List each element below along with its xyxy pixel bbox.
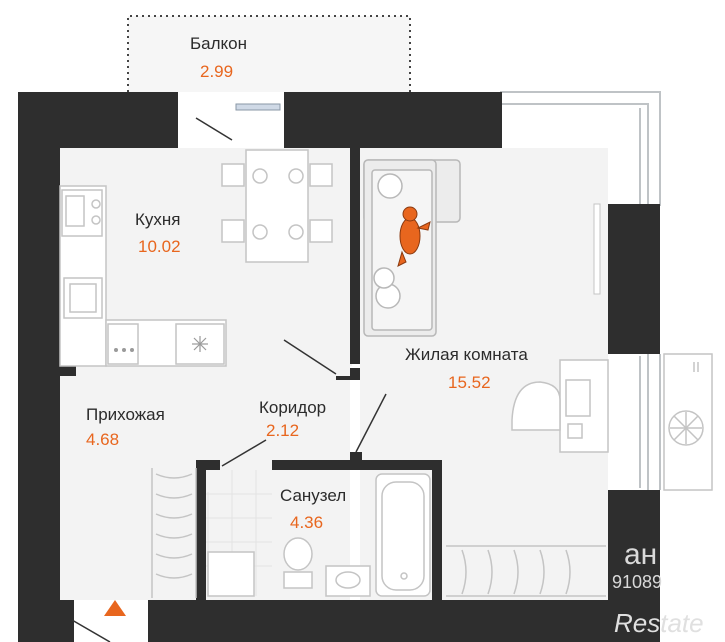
cat-figure — [397, 206, 431, 267]
living-area: 15.52 — [448, 373, 491, 392]
hall-name: Прихожая — [86, 405, 165, 424]
kitchen-counter — [59, 185, 227, 367]
entrance-arrow-icon — [104, 600, 126, 616]
kitchen-area: 10.02 — [138, 237, 181, 256]
living-name: Жилая комната — [405, 345, 528, 364]
dining-table — [221, 149, 333, 263]
walls — [18, 92, 660, 642]
window-frame — [500, 91, 661, 490]
corridor-area: 2.12 — [266, 421, 300, 440]
door-lines — [71, 339, 387, 642]
fan-mark — [192, 336, 208, 352]
balcony-area: 2.99 — [200, 62, 234, 81]
bathroom-area: 4.36 — [290, 513, 324, 532]
watermark-logo: Restate — [614, 608, 704, 638]
desk — [511, 359, 609, 453]
watermark-fragment: ан — [624, 538, 658, 571]
bathroom-fixtures — [207, 473, 431, 597]
hall-wardrobe — [151, 468, 197, 598]
watermark-code: 91089 — [612, 572, 663, 592]
hall-area: 4.68 — [86, 430, 120, 449]
tv-unit — [593, 203, 601, 295]
wall-gap — [76, 366, 350, 376]
balcony-name: Балкон — [190, 34, 248, 53]
partition — [60, 366, 76, 376]
ac-unit — [663, 353, 713, 491]
kitchen-name: Кухня — [135, 210, 181, 229]
stove-dots — [114, 348, 134, 352]
living-wardrobe — [446, 545, 606, 597]
balcony-outline — [127, 15, 411, 92]
bathroom-name: Санузел — [280, 486, 347, 505]
balcony-door — [195, 103, 281, 141]
corridor-name: Коридор — [259, 398, 327, 417]
